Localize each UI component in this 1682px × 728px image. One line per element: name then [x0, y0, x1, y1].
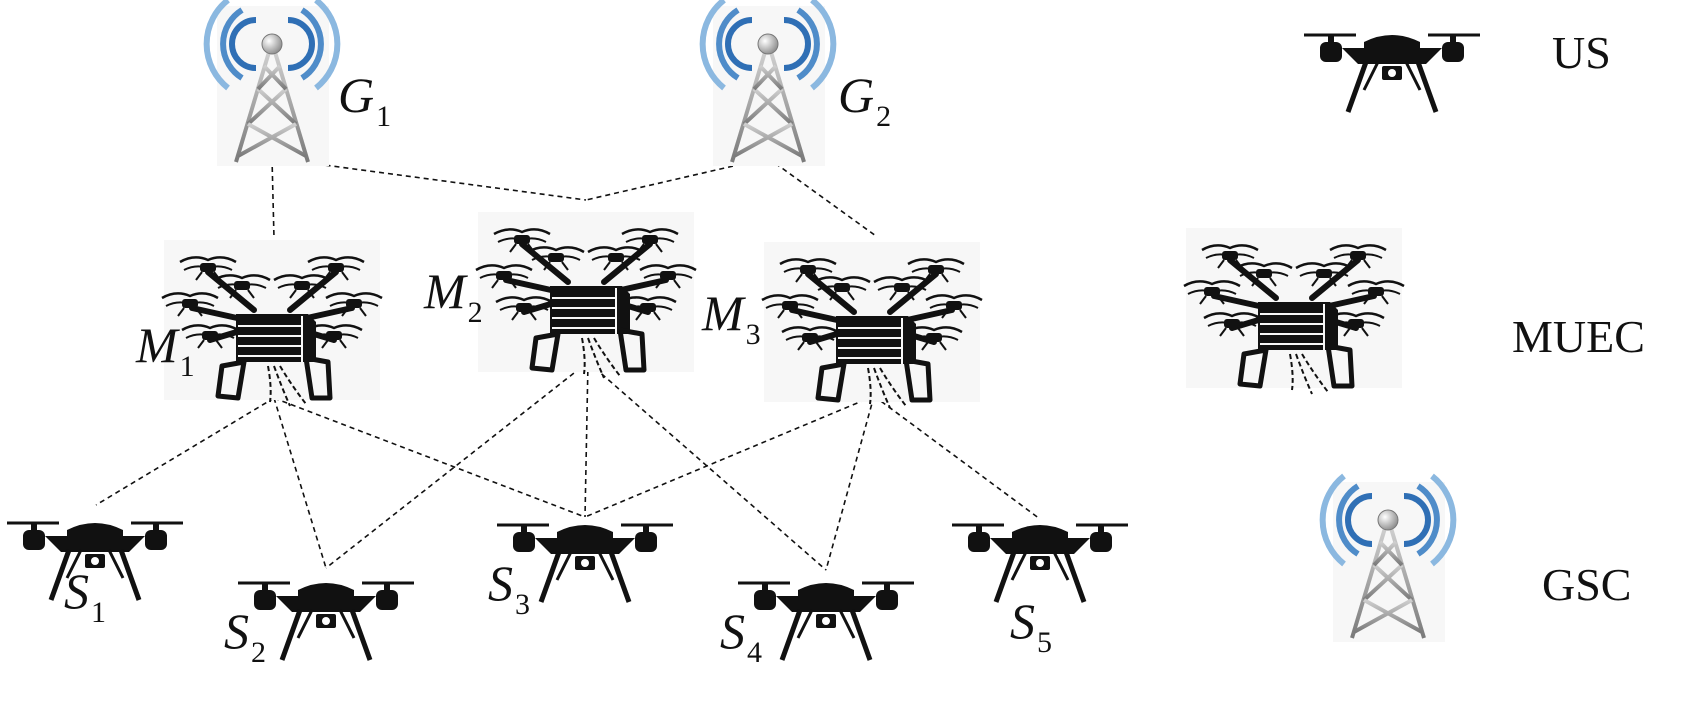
- link-m3-s5: [873, 395, 1041, 520]
- node-s2: S2: [224, 583, 414, 669]
- node-letter: G: [338, 67, 374, 123]
- node-subscript: 2: [468, 296, 483, 329]
- node-g1: G1: [207, 0, 391, 166]
- link-m1-s2: [273, 397, 327, 569]
- node-label-s5: S5: [1010, 593, 1052, 659]
- node-letter: S: [64, 563, 89, 619]
- node-subscript: 2: [251, 636, 266, 669]
- tower-icon: [207, 0, 338, 166]
- node-subscript: 3: [515, 588, 530, 621]
- link-m3-s3: [584, 395, 875, 518]
- node-letter: S: [224, 603, 249, 659]
- node-label-s2: S2: [224, 603, 266, 669]
- node-s1: S1: [7, 523, 183, 629]
- node-s4: S4: [720, 583, 914, 669]
- legend-us-icon: [1304, 35, 1480, 112]
- legend-us-label: US: [1552, 27, 1611, 78]
- muec-drone-icon: [762, 242, 982, 408]
- node-s5: S5: [952, 525, 1128, 659]
- node-label-g2: G2: [838, 67, 891, 133]
- node-letter: M: [135, 317, 180, 373]
- drone-icon: [7, 523, 183, 600]
- node-letter: S: [488, 555, 513, 611]
- node-letter: M: [701, 285, 746, 341]
- muec-drone-icon: [162, 240, 382, 406]
- node-letter: G: [838, 67, 874, 123]
- link-m3-s4: [825, 395, 875, 571]
- link-layer: [95, 157, 1041, 571]
- node-label-s4: S4: [720, 603, 762, 669]
- node-subscript: 5: [1037, 626, 1052, 659]
- node-subscript: 3: [746, 318, 761, 351]
- legend: US MUEC GSC: [1184, 27, 1645, 642]
- node-m1: M1: [135, 240, 382, 406]
- link-m2-s4: [587, 361, 827, 571]
- node-m2: M2: [423, 212, 696, 378]
- node-letter: M: [423, 263, 468, 319]
- node-letter: S: [1010, 593, 1035, 649]
- drone-icon: [738, 583, 914, 660]
- node-letter: S: [720, 603, 745, 659]
- node-s3: S3: [488, 525, 673, 621]
- node-label-s3: S3: [488, 555, 530, 621]
- node-label-s1: S1: [64, 563, 106, 629]
- node-label-g1: G1: [338, 67, 391, 133]
- node-subscript: 1: [376, 100, 391, 133]
- link-m2-s2: [325, 361, 589, 569]
- link-m1-s3: [273, 397, 586, 518]
- node-subscript: 2: [876, 100, 891, 133]
- node-g2: G2: [703, 0, 891, 166]
- legend-gsc-label: GSC: [1542, 559, 1631, 610]
- node-subscript: 1: [91, 596, 106, 629]
- link-m1-s1: [95, 397, 275, 506]
- node-label-m3: M3: [701, 285, 761, 351]
- node-m3: M3: [701, 242, 982, 408]
- node-label-m2: M2: [423, 263, 483, 329]
- legend-muec-label: MUEC: [1512, 311, 1645, 362]
- link-g2-m3: [767, 157, 877, 237]
- node-subscript: 1: [180, 350, 195, 383]
- link-g1-m1: [271, 157, 275, 239]
- link-m2-s3: [584, 361, 589, 518]
- drone-icon: [952, 525, 1128, 602]
- tower-icon: [703, 0, 834, 166]
- link-g1-m2: [271, 157, 587, 201]
- legend-muec-icon: [1184, 228, 1404, 394]
- muec-drone-icon: [476, 212, 696, 378]
- legend-gsc-icon: [1323, 476, 1454, 642]
- node-subscript: 4: [747, 636, 762, 669]
- node-label-m1: M1: [135, 317, 195, 383]
